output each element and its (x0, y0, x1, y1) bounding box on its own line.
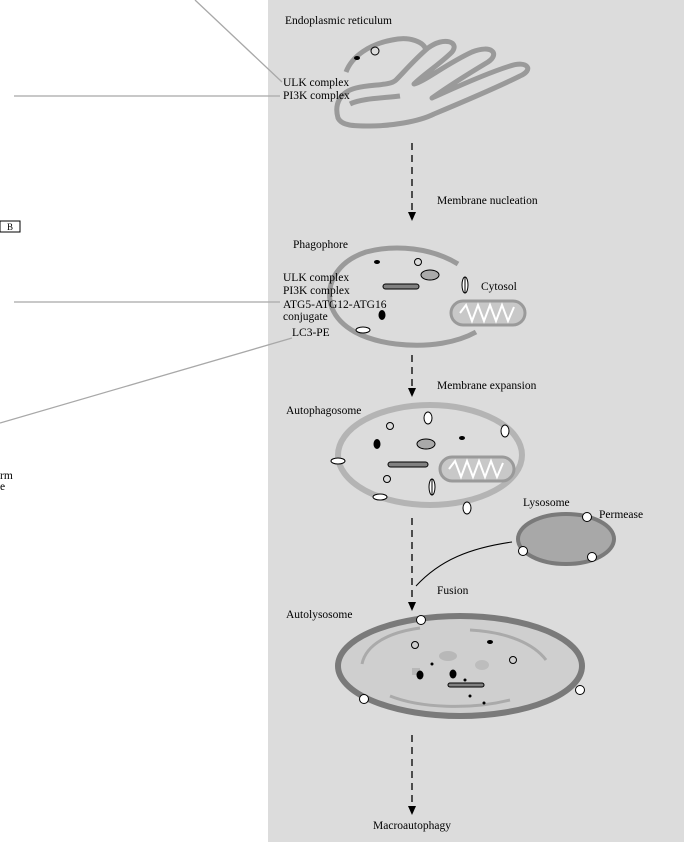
er-membrane (334, 36, 531, 129)
autolysosome-grey-blob-3 (412, 668, 420, 675)
lysosome-permease-2 (518, 546, 528, 556)
autolysosome-permease-3 (575, 685, 585, 695)
autolysosome-permease-2 (359, 694, 369, 704)
autolysosome-dot-1 (430, 662, 434, 666)
lysosome-permease-1 (582, 512, 592, 522)
autophagosome-marker-8 (416, 438, 436, 450)
autolysosome-dot-3 (468, 694, 472, 698)
autophagosome-marker-3 (330, 457, 346, 465)
er-ulk-label: ULK complex (283, 77, 349, 89)
autophagosome-marker-9 (459, 436, 465, 440)
arrow-macroautophagy-head (408, 806, 416, 815)
autolysosome-marker-4 (416, 670, 424, 680)
phagophore-pi3k-marker (414, 258, 422, 266)
autolysosome-dot-2 (463, 678, 467, 682)
autophagosome-bar-marker (387, 461, 429, 468)
autophagosome-mitochondrion-icon (438, 455, 516, 483)
phagophore-membrane (327, 245, 478, 348)
left-node-box[interactable]: B (0, 220, 21, 233)
autolysosome-inner-arc-3 (389, 694, 511, 708)
leader-line-lc3 (0, 337, 293, 424)
er-pi3k-marker (370, 46, 380, 56)
phagophore-bar-marker (382, 283, 420, 290)
arrow-nucleation-head (408, 212, 416, 221)
lysosome-title: Lysosome (523, 497, 570, 509)
cytosol-label: Cytosol (481, 281, 517, 293)
macroautophagy-label: Macroautophagy (373, 820, 451, 832)
autolysosome-marker-1 (411, 641, 419, 649)
phagophore-title: Phagophore (293, 239, 348, 251)
phagophore-ulk-label: ULK complex (283, 272, 349, 284)
left-text-fragment-2: e (0, 481, 5, 493)
autophagosome-marker-10 (383, 475, 391, 483)
arrow-expansion-head (408, 388, 416, 397)
phagophore-mitochondrion-icon (449, 299, 527, 327)
autolysosome-title: Autolysosome (286, 609, 352, 621)
autolysosome-permease-1 (416, 615, 426, 625)
cytosol-marker (461, 276, 469, 294)
phagophore-atg-marker (378, 310, 386, 320)
autophagosome-title: Autophagosome (286, 405, 361, 417)
phagophore-atg-label: ATG5-ATG12-ATG16 (283, 299, 387, 311)
autolysosome-inner-arc-1 (360, 626, 421, 665)
autolysosome-bar-marker (447, 682, 485, 688)
arrow-fusion-head (408, 602, 416, 611)
er-ulk-marker (354, 56, 360, 60)
autophagosome-marker-4 (372, 493, 388, 501)
leader-line-er (194, 0, 283, 83)
phagophore-lc3-marker (355, 326, 371, 334)
autolysosome-grey-blob-2 (475, 660, 489, 670)
membrane-nucleation-label: Membrane nucleation (437, 195, 538, 207)
autolysosome-dot-4 (482, 701, 486, 705)
autophagosome-marker-5 (462, 501, 472, 515)
autophagosome-marker-7 (373, 439, 381, 449)
autolysosome-marker-5 (449, 669, 457, 679)
left-text-fragment-1: rm (0, 470, 13, 482)
membrane-expansion-label: Membrane expansion (437, 380, 537, 392)
lysosome-body (516, 512, 616, 566)
lysosome-permease-3 (587, 552, 597, 562)
autophagosome-marker-2 (500, 424, 510, 438)
phagophore-ulk-marker (374, 260, 380, 264)
autophagosome-marker-6 (386, 422, 394, 430)
autolysosome-marker-2 (487, 640, 493, 644)
er-pi3k-label: PI3K complex (283, 90, 350, 102)
phagophore-lc3-label: LC3-PE (292, 327, 330, 339)
autolysosome-marker-3 (509, 656, 517, 664)
er-title: Endoplasmic reticulum (285, 15, 392, 27)
left-node-box-label: B (7, 222, 13, 232)
permease-label: Permease (599, 509, 643, 521)
autophagosome-marker-1 (423, 411, 433, 425)
autolysosome-inner-arc-2 (469, 628, 548, 661)
autophagosome-cytosol-marker (428, 478, 436, 496)
autolysosome-membrane (335, 613, 585, 719)
autolysosome-grey-blob-1 (439, 651, 457, 661)
phagophore-conjugate-label: conjugate (283, 311, 328, 323)
lysosome-fusion-curve (415, 541, 513, 587)
phagophore-grey-oval (420, 269, 440, 281)
phagophore-pi3k-label: PI3K complex (283, 285, 350, 297)
fusion-label: Fusion (437, 585, 469, 597)
